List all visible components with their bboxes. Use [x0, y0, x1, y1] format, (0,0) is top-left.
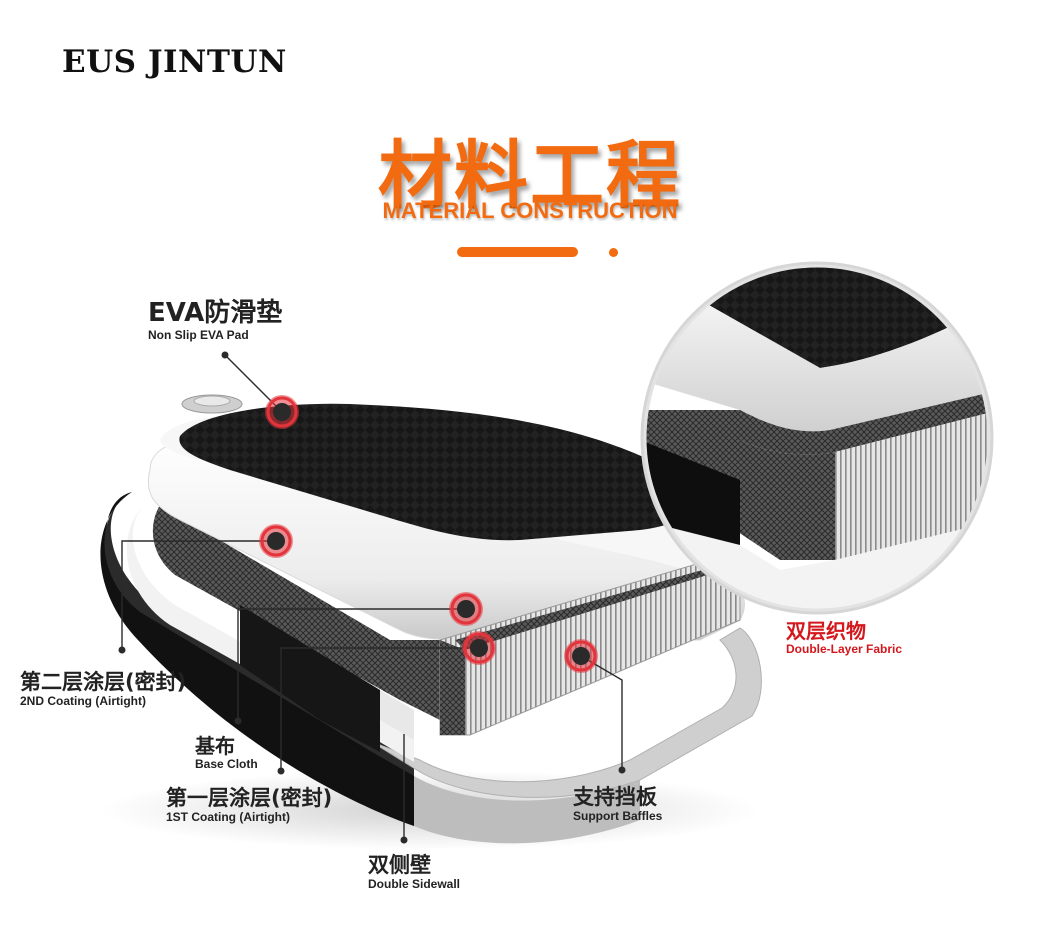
label-first-coating-en: 1ST Coating (Airtight) [166, 810, 332, 824]
marker-base-cloth [449, 592, 483, 626]
label-first-coating: 第一层涂层(密封) 1ST Coating (Airtight) [166, 787, 332, 824]
label-double-layer-fabric-cn: 双层织物 [786, 620, 902, 642]
label-eva-pad: EVA防滑垫 Non Slip EVA Pad [148, 299, 282, 342]
label-second-coating-cn: 第二层涂层(密封) [20, 671, 186, 694]
label-second-coating: 第二层涂层(密封) 2ND Coating (Airtight) [20, 671, 186, 708]
marker-coating2 [259, 524, 293, 558]
label-support-baffles-cn: 支持挡板 [573, 786, 662, 809]
label-base-cloth-cn: 基布 [195, 735, 258, 757]
marker-eva [265, 395, 299, 429]
label-double-sidewall-cn: 双侧壁 [368, 854, 460, 877]
label-double-sidewall: 双侧壁 Double Sidewall [368, 854, 460, 891]
label-support-baffles: 支持挡板 Support Baffles [573, 786, 662, 823]
label-base-cloth: 基布 Base Cloth [195, 735, 258, 771]
label-double-layer-fabric-en: Double-Layer Fabric [786, 642, 902, 656]
marker-baffles [564, 639, 598, 673]
marker-coating1 [462, 631, 496, 665]
label-support-baffles-en: Support Baffles [573, 809, 662, 823]
label-eva-pad-cn: EVA防滑垫 [148, 299, 282, 328]
label-double-sidewall-en: Double Sidewall [368, 877, 460, 891]
label-eva-pad-en: Non Slip EVA Pad [148, 328, 282, 342]
label-second-coating-en: 2ND Coating (Airtight) [20, 694, 186, 708]
label-base-cloth-en: Base Cloth [195, 757, 258, 771]
label-first-coating-cn: 第一层涂层(密封) [166, 787, 332, 810]
label-double-layer-fabric: 双层织物 Double-Layer Fabric [786, 620, 902, 656]
